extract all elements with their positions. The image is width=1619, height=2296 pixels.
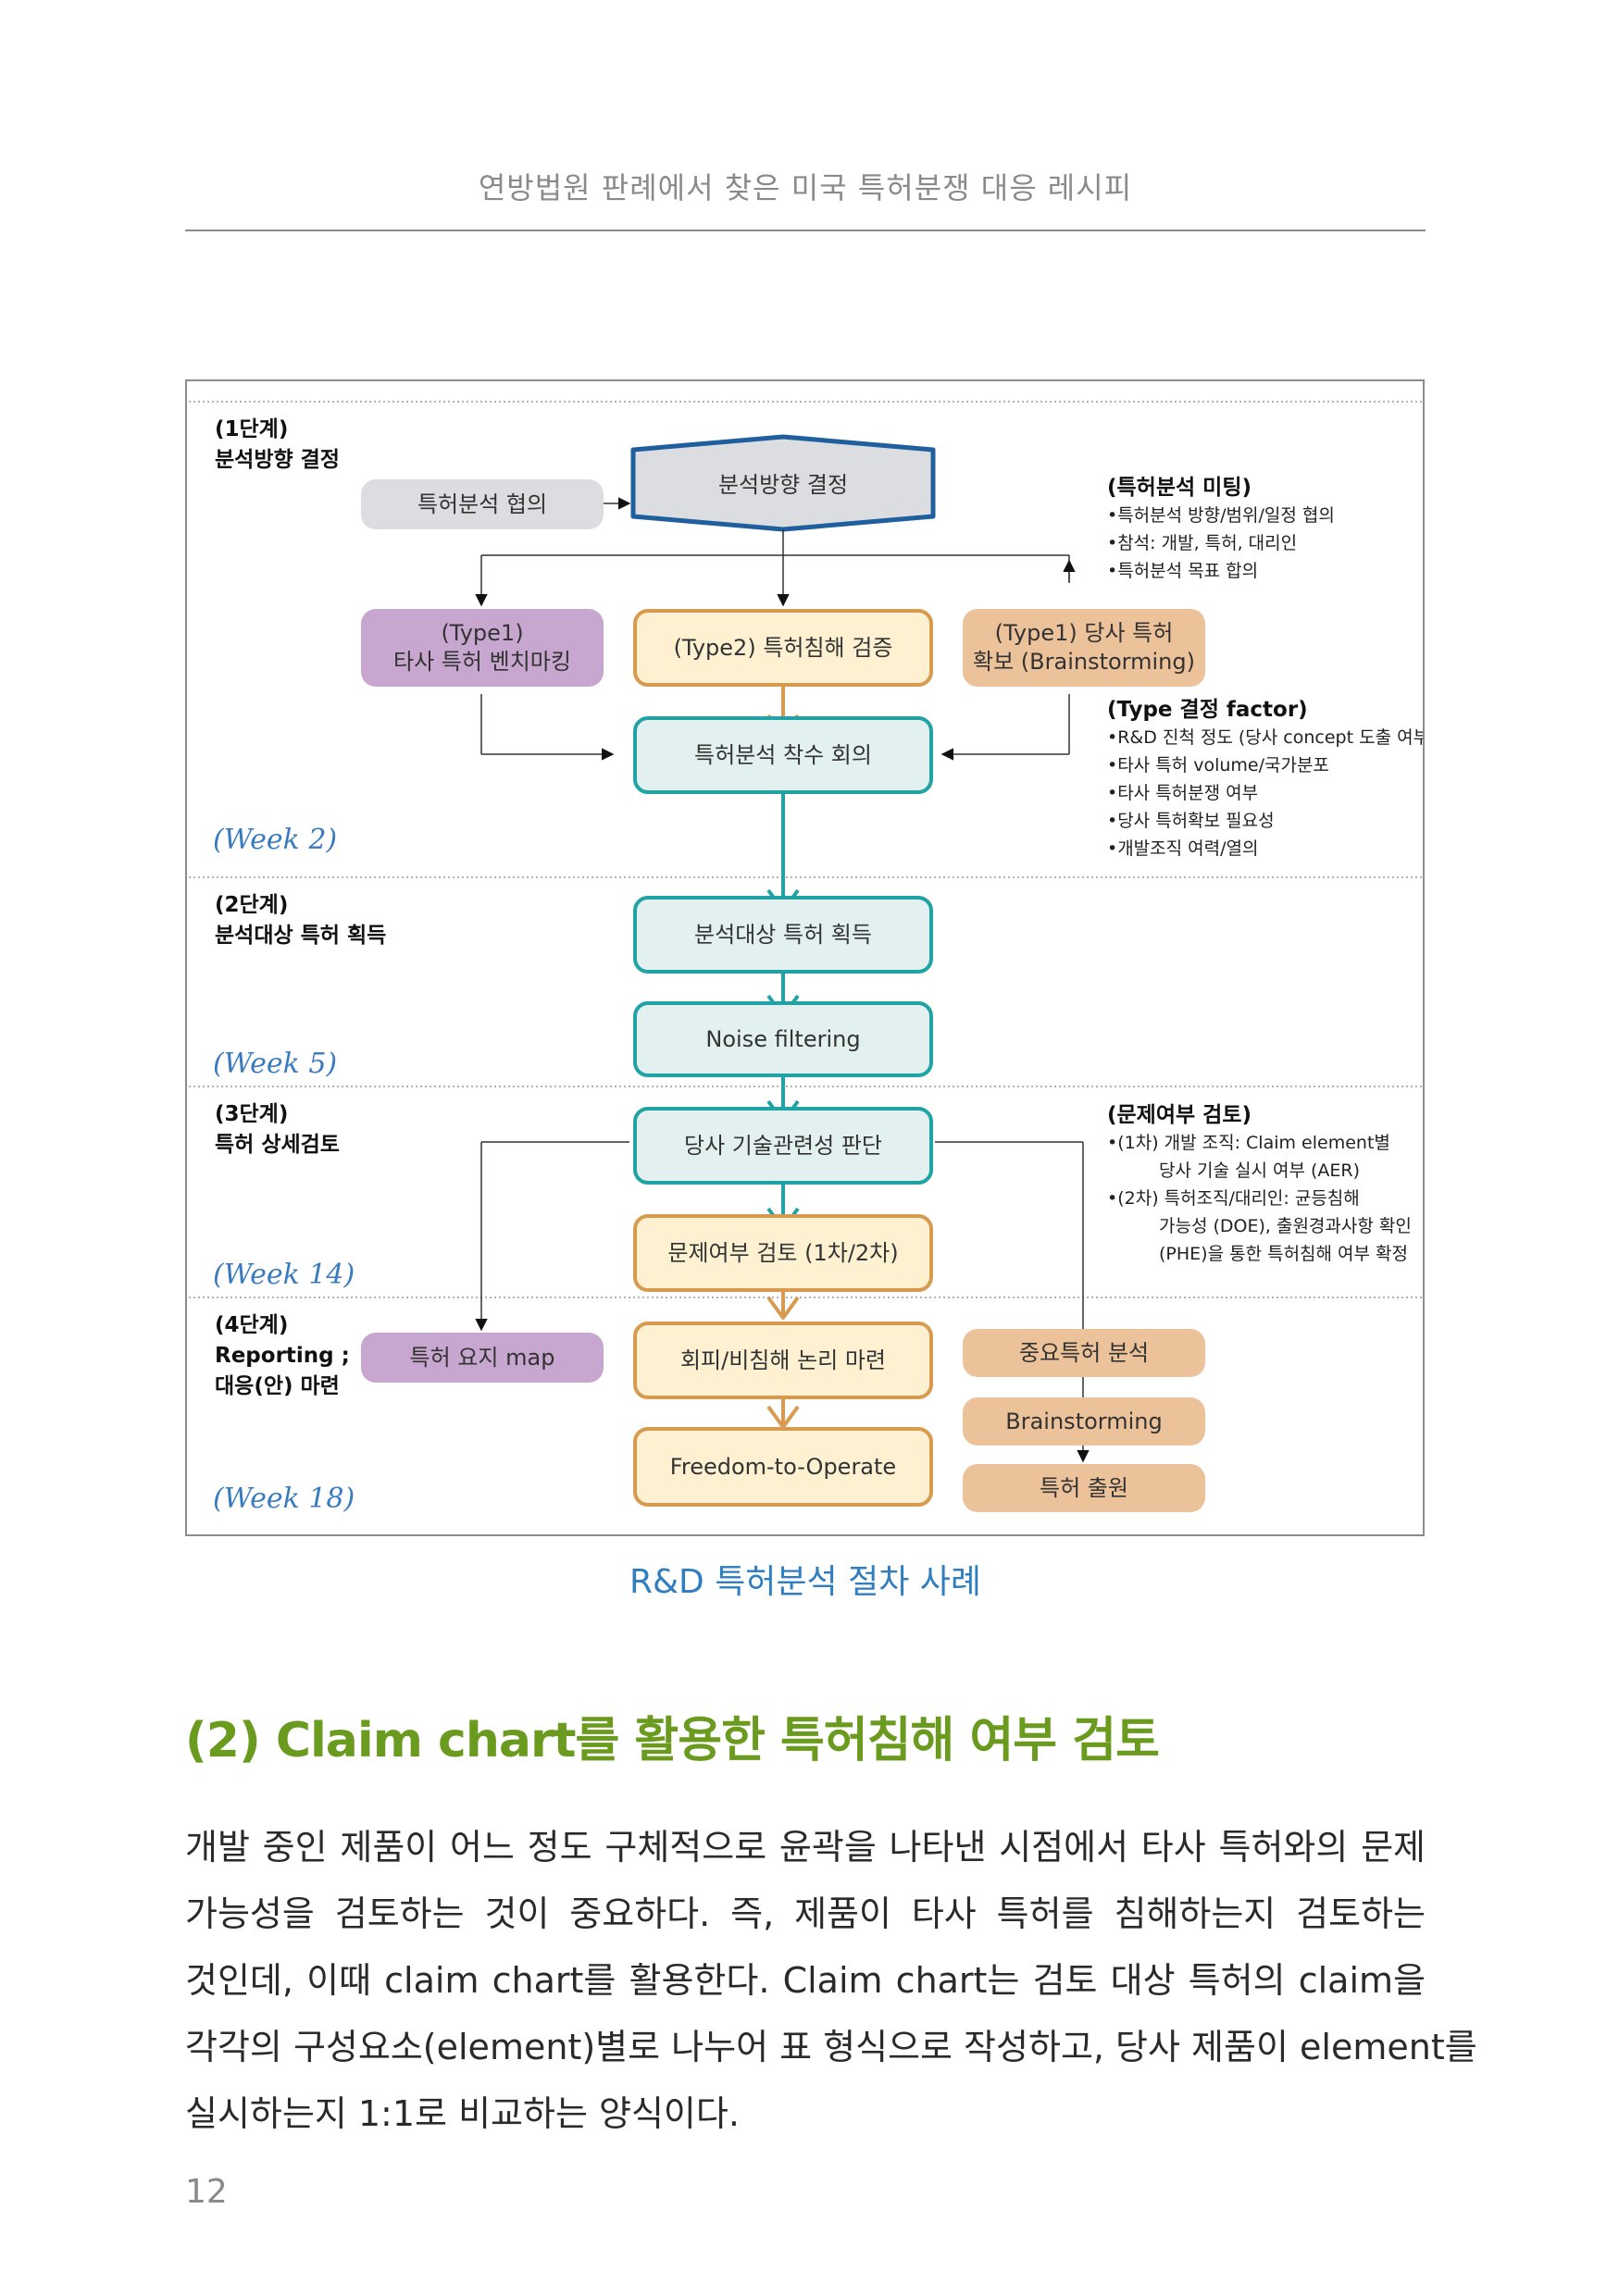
week-label-2: (Week 2) bbox=[213, 824, 337, 856]
body-paragraph: 개발 중인 제품이 어느 정도 구체적으로 윤곽을 나타낸 시점에서 타사 특허… bbox=[185, 1814, 1426, 2147]
acquire-node: 분석대상 특허 획득 bbox=[633, 896, 933, 974]
filing-node: 특허 출원 bbox=[963, 1464, 1205, 1512]
type-factor-note-item: •R&D 진척 정도 (당사 concept 도출 여부) bbox=[1107, 724, 1425, 751]
meeting-note-item: •특허분석 목표 합의 bbox=[1107, 557, 1335, 585]
type1-benchmark-node: (Type1) 타사 특허 벤치마킹 bbox=[361, 609, 604, 687]
noise-filtering-node: Noise filtering bbox=[633, 1001, 933, 1077]
type-factor-note-item: •타사 특허분쟁 여부 bbox=[1107, 779, 1425, 807]
stage-4-name-line-1: Reporting ; bbox=[215, 1341, 350, 1371]
stage-4-step: (4단계) bbox=[215, 1310, 350, 1341]
stage-3-label: (3단계) 특허 상세검토 bbox=[215, 1099, 340, 1160]
key-patent-node: 중요특허 분석 bbox=[963, 1329, 1205, 1377]
stage-4-label: (4단계) Reporting ; 대응(안) 마련 bbox=[215, 1310, 350, 1402]
type-factor-note-title: (Type 결정 factor) bbox=[1107, 696, 1425, 724]
stage-1-step: (1단계) bbox=[215, 415, 340, 445]
stage-3-step: (3단계) bbox=[215, 1099, 340, 1130]
stage-1-label: (1단계) 분석방향 결정 bbox=[215, 415, 340, 476]
type-factor-note-item: •타사 특허 volume/국가분포 bbox=[1107, 751, 1425, 779]
week-label-14: (Week 14) bbox=[213, 1259, 355, 1291]
body-line: 것인데, 이때 claim chart를 활용한다. Claim chart는 … bbox=[185, 1947, 1426, 2014]
type1-secure-line-2: 확보 (Brainstorming) bbox=[973, 648, 1195, 676]
meeting-note-item: •참석: 개발, 특허, 대리인 bbox=[1107, 529, 1335, 557]
meeting-note-item: •특허분석 방향/범위/일정 협의 bbox=[1107, 502, 1335, 529]
issue-check-note-item: •(2차) 특허조직/대리인: 균등침해 bbox=[1107, 1185, 1412, 1212]
issue-check-note-item: (PHE)을 통한 특허침해 여부 확정 bbox=[1107, 1240, 1412, 1268]
avoidance-node: 회피/비침해 논리 마련 bbox=[633, 1322, 933, 1399]
stage-1-name: 분석방향 결정 bbox=[215, 445, 340, 476]
body-line: 가능성을 검토하는 것이 중요하다. 즉, 제품이 타사 특허를 침해하는지 검… bbox=[185, 1880, 1426, 1947]
section-title: (2) Claim chart를 활용한 특허침해 여부 검토 bbox=[185, 1701, 1159, 1770]
page-number: 12 bbox=[185, 2173, 228, 2211]
type-factor-note-item: •당사 특허확보 필요성 bbox=[1107, 807, 1425, 835]
type1-benchmark-line-2: 타사 특허 벤치마킹 bbox=[393, 648, 571, 676]
body-line: 실시하는지 1:1로 비교하는 양식이다. bbox=[185, 2080, 1426, 2147]
summary-map-node: 특허 요지 map bbox=[361, 1333, 604, 1383]
type-factor-note: (Type 결정 factor) •R&D 진척 정도 (당사 concept … bbox=[1107, 696, 1425, 863]
body-line: 개발 중인 제품이 어느 정도 구체적으로 윤곽을 나타낸 시점에서 타사 특허… bbox=[185, 1814, 1426, 1880]
type1-benchmark-line-1: (Type1) bbox=[441, 619, 523, 648]
figure-caption: R&D 특허분석 절차 사례 bbox=[185, 1555, 1426, 1603]
stage-2-step: (2단계) bbox=[215, 890, 386, 921]
issue-check-note-title: (문제여부 검토) bbox=[1107, 1101, 1412, 1129]
relevance-node: 당사 기술관련성 판단 bbox=[633, 1107, 933, 1185]
kickoff-node: 특허분석 착수 회의 bbox=[633, 716, 933, 794]
issue-check-note-item: •(1차) 개발 조직: Claim element별 bbox=[1107, 1129, 1412, 1157]
stage-4-name-line-2: 대응(안) 마련 bbox=[215, 1371, 350, 1402]
process-diagram: (1단계) 분석방향 결정 (2단계) 분석대상 특허 획득 (3단계) 특허 … bbox=[185, 379, 1425, 1536]
meeting-note: (특허분석 미팅) •특허분석 방향/범위/일정 협의 •참석: 개발, 특허,… bbox=[1107, 474, 1335, 585]
issue-check-note-item: 가능성 (DOE), 출원경과사항 확인 bbox=[1107, 1212, 1412, 1240]
type-factor-note-item: •개발조직 여력/열의 bbox=[1107, 835, 1425, 863]
direction-node-label: 분석방향 결정 bbox=[633, 463, 933, 507]
stage-2-label: (2단계) 분석대상 특허 획득 bbox=[215, 890, 386, 951]
stage-2-name: 분석대상 특허 획득 bbox=[215, 921, 386, 951]
week-label-5: (Week 5) bbox=[213, 1048, 337, 1080]
meeting-note-title: (특허분석 미팅) bbox=[1107, 474, 1335, 502]
running-header: 연방법원 판례에서 찾은 미국 특허분쟁 대응 레시피 bbox=[185, 165, 1426, 207]
week-label-18: (Week 18) bbox=[213, 1483, 355, 1515]
fto-node: Freedom-to-Operate bbox=[633, 1427, 933, 1507]
type1-secure-node: (Type1) 당사 특허 확보 (Brainstorming) bbox=[963, 609, 1205, 687]
consult-node: 특허분석 협의 bbox=[361, 479, 604, 529]
brainstorming-node: Brainstorming bbox=[963, 1397, 1205, 1446]
issue-review-node: 문제여부 검토 (1차/2차) bbox=[633, 1214, 933, 1292]
issue-check-note-item: 당사 기술 실시 여부 (AER) bbox=[1107, 1157, 1412, 1185]
stage-3-name: 특허 상세검토 bbox=[215, 1130, 340, 1160]
header-rule bbox=[185, 230, 1426, 231]
type2-verify-node: (Type2) 특허침해 검증 bbox=[633, 609, 933, 687]
type1-secure-line-1: (Type1) 당사 특허 bbox=[995, 619, 1174, 648]
body-line: 각각의 구성요소(element)별로 나누어 표 형식으로 작성하고, 당사 … bbox=[185, 2014, 1426, 2080]
issue-check-note: (문제여부 검토) •(1차) 개발 조직: Claim element별 당사… bbox=[1107, 1101, 1412, 1268]
